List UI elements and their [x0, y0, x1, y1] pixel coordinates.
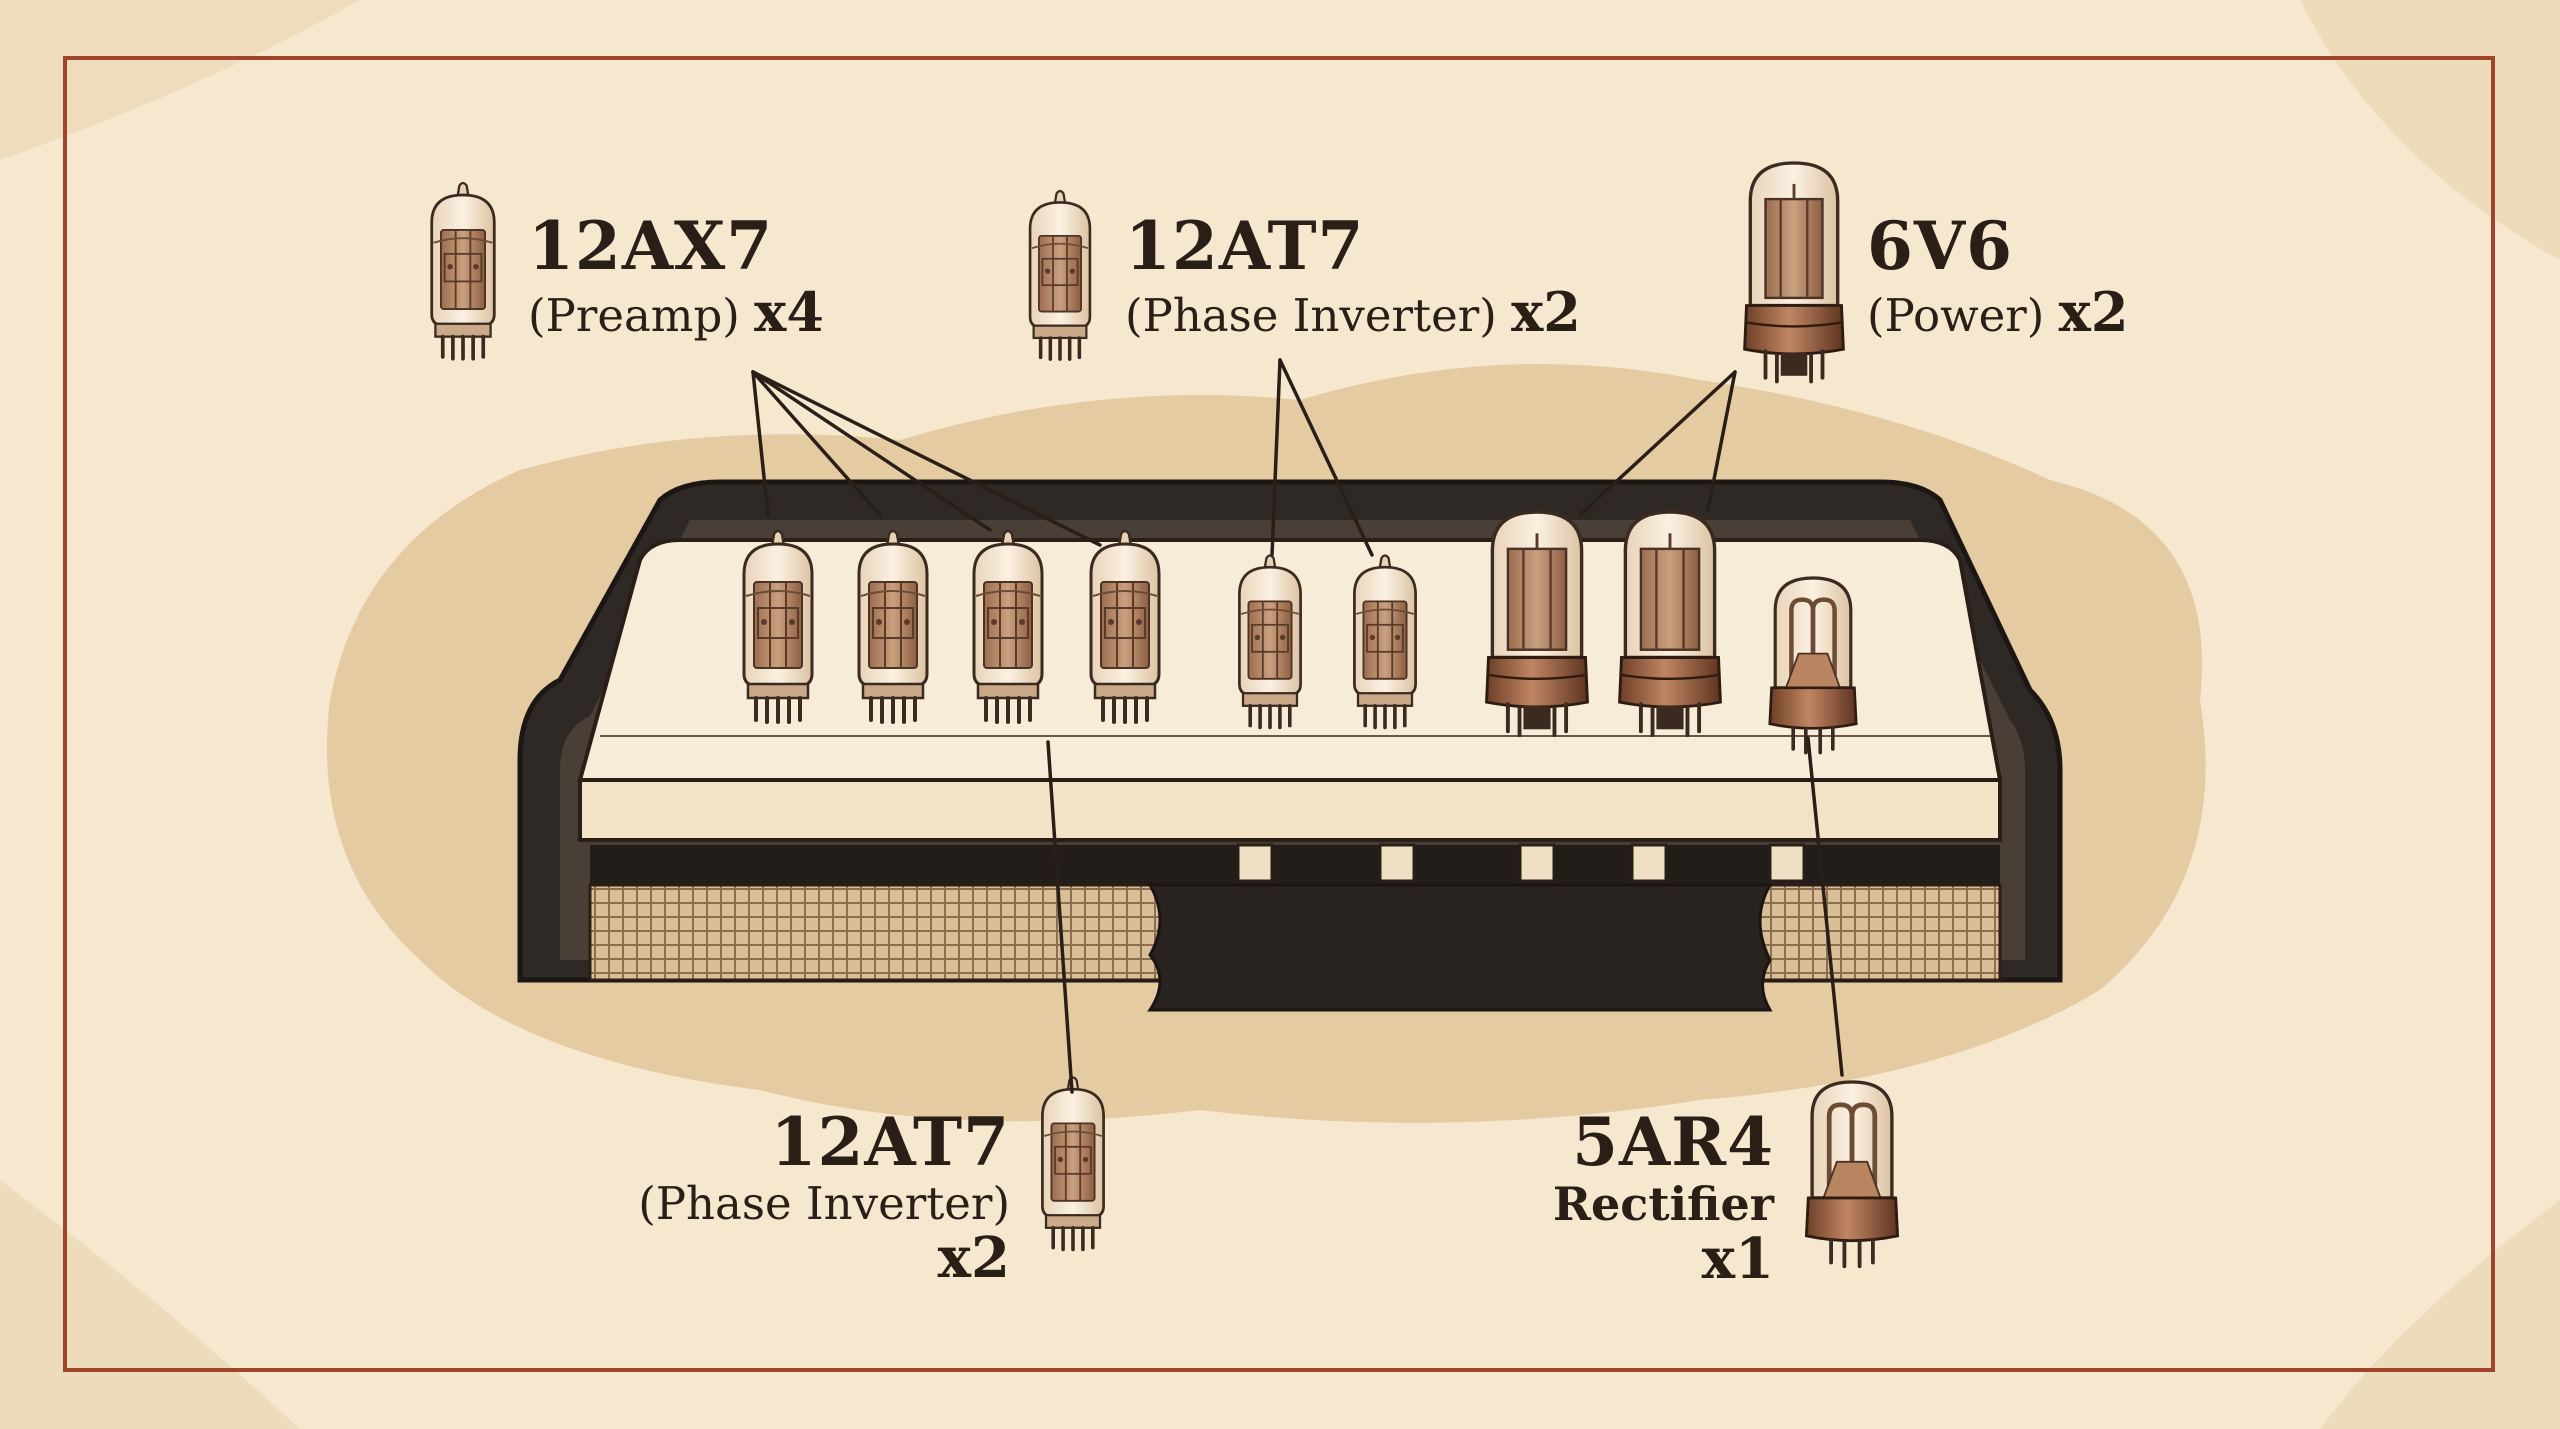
rectifier-model: 5AR4	[1553, 1106, 1774, 1179]
power-role-line: (Power) x2	[1867, 283, 2128, 342]
phase-top-model: 12AT7	[1125, 210, 1581, 283]
phase-inverter-label-icon	[1030, 191, 1090, 359]
label-phase-inverter-bottom: 12AT7 (Phase Inverter) x2	[638, 1106, 1010, 1290]
power-role: (Power)	[1867, 289, 2044, 342]
phase-bottom-role: (Phase Inverter)	[638, 1179, 1010, 1229]
label-phase-inverter-top: 12AT7 (Phase Inverter) x2	[1125, 210, 1581, 342]
label-rectifier: 5AR4 Rectifier x1	[1553, 1106, 1774, 1291]
power-label-icon	[1745, 163, 1844, 382]
preamp-model: 12AX7	[528, 210, 824, 283]
phase-inverter-tube-1	[1239, 556, 1300, 728]
rectifier-tube	[1770, 578, 1856, 753]
phase-bottom-qty: x2	[638, 1228, 1010, 1290]
phase-top-role-line: (Phase Inverter) x2	[1125, 283, 1581, 342]
grille-cloth-right	[1760, 885, 2000, 980]
power-tube-2	[1620, 512, 1721, 735]
grille-cloth-left	[590, 885, 1160, 980]
preamp-role: (Preamp)	[528, 289, 740, 342]
phase-inverter-tube-2	[1354, 556, 1415, 728]
rectifier-role: Rectifier	[1553, 1179, 1774, 1230]
phase-inverter-bottom-icon	[1042, 1078, 1103, 1250]
phase-top-role: (Phase Inverter)	[1125, 289, 1497, 342]
label-preamp: 12AX7 (Preamp) x4	[528, 210, 824, 342]
rectifier-qty: x1	[1553, 1229, 1774, 1291]
preamp-tube-4	[1091, 531, 1159, 722]
power-qty: x2	[2059, 280, 2129, 344]
phase-top-qty: x2	[1511, 280, 1581, 344]
preamp-tube-2	[859, 531, 927, 722]
phase-bottom-model: 12AT7	[638, 1106, 1010, 1179]
torn-panel	[1150, 885, 1770, 1010]
preamp-tube-3	[974, 531, 1042, 722]
preamp-tube-1	[744, 531, 812, 722]
preamp-label-icon	[432, 183, 495, 359]
preamp-role-line: (Preamp) x4	[528, 283, 824, 342]
preamp-qty: x4	[754, 280, 824, 344]
rectifier-label-icon	[1806, 1082, 1897, 1266]
power-tube-1	[1487, 512, 1588, 735]
power-model: 6V6	[1867, 210, 2128, 283]
label-power: 6V6 (Power) x2	[1867, 210, 2128, 342]
